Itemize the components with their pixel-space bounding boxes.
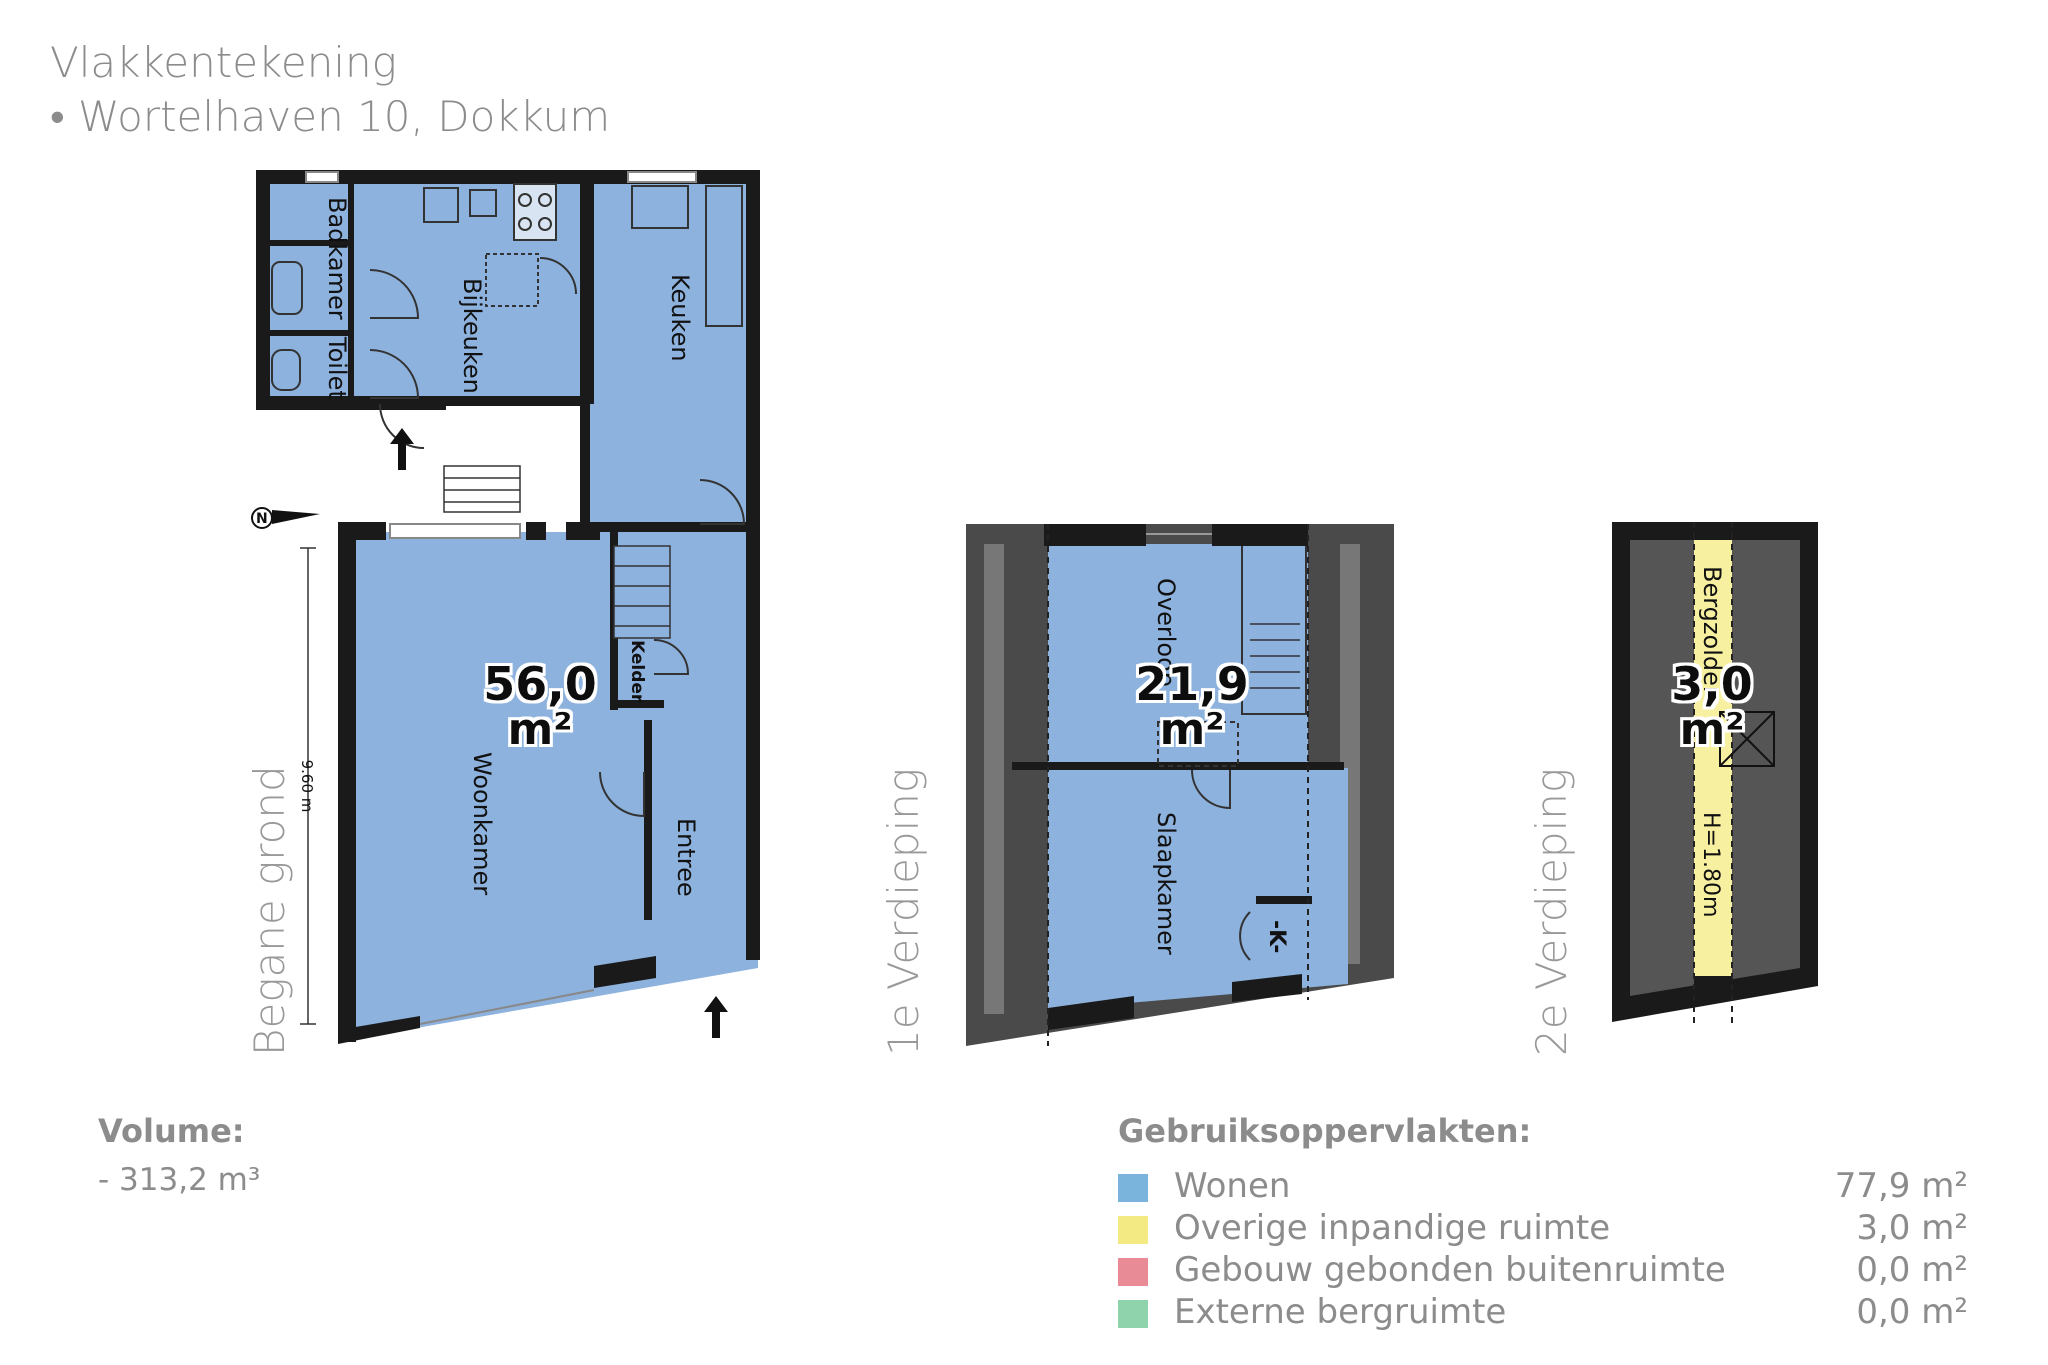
area-value-ground: 56,0 [483, 657, 597, 711]
room-label-overloop: Overloop [1152, 578, 1180, 687]
room-label-k: -K- [1264, 920, 1289, 953]
second-roof-lines [1693, 522, 1733, 1024]
first-stair-well [1241, 543, 1307, 715]
attic-strip [1694, 540, 1732, 982]
legend-item-name: Wonen [1174, 1166, 1291, 1206]
floor-name-first: 1e Verdieping [879, 768, 928, 1056]
page-title: Vlakkentekening [50, 38, 397, 87]
attic-strip-end [1694, 976, 1732, 998]
woonkamer-fill [354, 532, 758, 1036]
floor-name-ground: Begane grond [245, 765, 294, 1056]
legend-item-value: 3,0 m² [1856, 1208, 1968, 1248]
legend-item-wonen: Wonen 77,9 m² [1118, 1166, 1968, 1206]
ground-windows [305, 171, 697, 1025]
legend-item-name: Externe bergruimte [1174, 1292, 1507, 1332]
legend-item-value: 77,9 m² [1834, 1166, 1968, 1206]
legend-swatch [1118, 1174, 1148, 1202]
floor-name-second: 2e Verdieping [1527, 768, 1576, 1056]
keuken-fill [584, 180, 750, 532]
entry-arrows [390, 428, 728, 1038]
room-label-entree: Entree [672, 818, 700, 897]
address: • Wortelhaven 10, Dokkum [50, 92, 611, 141]
legend-item-value: 0,0 m² [1856, 1292, 1968, 1332]
area-value-second: 3,0 [1671, 657, 1753, 711]
dimension-label: 9.60 m [298, 760, 316, 813]
legend-item-name: Gebouw gebonden buitenruimte [1174, 1250, 1726, 1290]
first-stairs [1250, 623, 1300, 689]
room-label-toilet: Toilet [323, 336, 351, 400]
room-label-kelder: Kelder [627, 640, 647, 703]
first-roof-lines [1047, 524, 1309, 1046]
legend-item-buitenruimte: Gebouw gebonden buitenruimte 0,0 m² [1118, 1250, 1968, 1290]
north-arrow-icon: N [251, 507, 320, 529]
ground-floor-plan: N 9.60 m Badkamer Toilet Bijkeuken Keuke… [245, 170, 760, 1056]
area-unit-second: m² [1679, 704, 1744, 755]
room-label-woonkamer: Woonkamer [468, 752, 496, 895]
volume-label: Volume: [98, 1112, 245, 1150]
ground-fixtures [271, 183, 746, 818]
first-fixtures [1146, 533, 1251, 961]
legend-item-name: Overige inpandige ruimte [1174, 1208, 1611, 1248]
second-floor-plan: Bergzolder H=1.80m 3,0 m² 2e Verdieping [1527, 522, 1818, 1056]
dimension-line [300, 547, 316, 1025]
room-label-bijkeuken: Bijkeuken [458, 278, 486, 394]
first-floor-plan: Overloop Slaapkamer -K- 21,9 m² 1e Verdi… [879, 524, 1394, 1056]
area-unit-first: m² [1159, 704, 1224, 755]
svg-text:N: N [256, 511, 268, 527]
roof-hatch-icon [1719, 711, 1775, 767]
room-label-height: H=1.80m [1698, 812, 1723, 917]
room-label-bergzolder: Bergzolder [1698, 566, 1726, 696]
legend-swatch [1118, 1258, 1148, 1286]
legend-item-externe-bergruimte: Externe bergruimte 0,0 m² [1118, 1292, 1968, 1332]
legend-swatch [1118, 1300, 1148, 1328]
legend-swatch [1118, 1216, 1148, 1244]
legend-item-overige: Overige inpandige ruimte 3,0 m² [1118, 1208, 1968, 1248]
room-label-slaapkamer: Slaapkamer [1152, 812, 1180, 955]
volume-value: - 313,2 m³ [98, 1162, 261, 1198]
area-unit-ground: m² [507, 704, 572, 755]
area-value-first: 21,9 [1135, 657, 1249, 711]
legend-title: Gebruiksoppervlakten: [1118, 1112, 1532, 1150]
legend-item-value: 0,0 m² [1856, 1250, 1968, 1290]
room-label-badkamer: Badkamer [323, 197, 351, 320]
ground-stairs [443, 465, 671, 639]
room-label-keuken: Keuken [666, 274, 694, 362]
floor-plan: N 9.60 m Badkamer Toilet Bijkeuken Keuke… [245, 170, 1818, 1056]
